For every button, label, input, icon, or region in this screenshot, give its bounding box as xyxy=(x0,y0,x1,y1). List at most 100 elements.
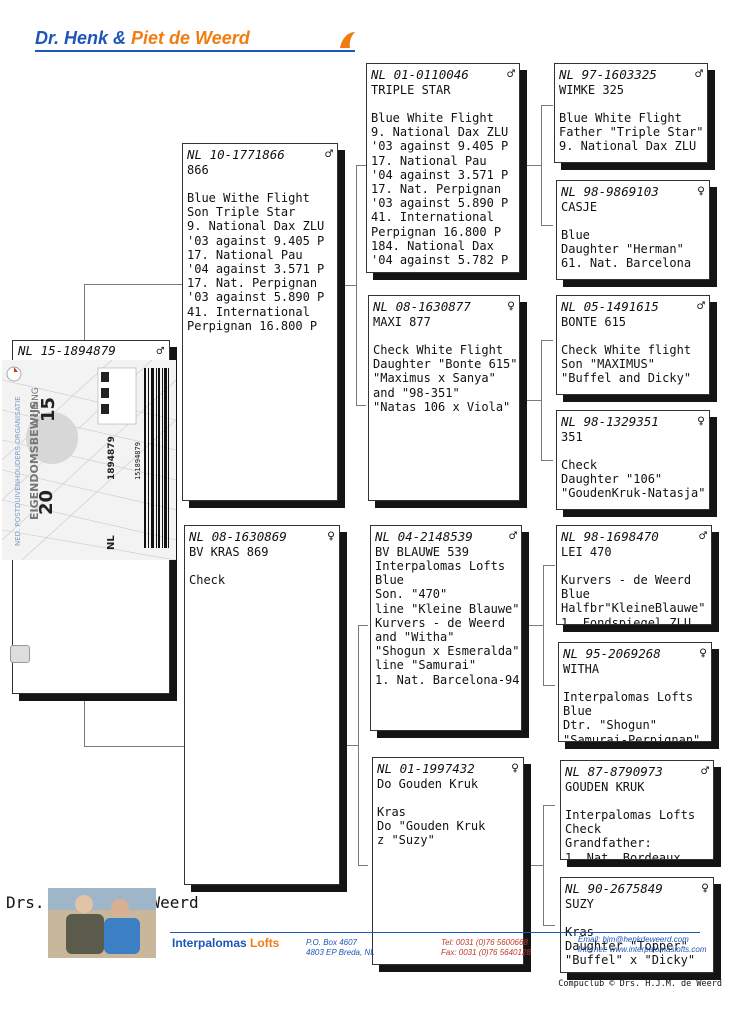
pigeon-name: 866 xyxy=(187,163,209,177)
certificate-barcode-number: 151894879 xyxy=(134,442,142,480)
card-header: NL 10-1771866♂ xyxy=(187,147,333,162)
footer-phone: Tel: 0031 (0)76 5600668 Fax: 0031 (0)76 … xyxy=(441,938,531,958)
detail-line: Son. "470" xyxy=(375,587,448,602)
ring-number: NL 97-1603325 xyxy=(559,67,657,82)
card-header: NL 98-9869103♀ xyxy=(561,184,705,199)
contact-web[interactable]: Internet: www.interpalomaslofts.com xyxy=(578,945,707,954)
pigeon-name: WIMKE 325 xyxy=(559,83,625,97)
detail-line: 17. Nat. Perpignan xyxy=(371,182,502,197)
detail-line: Interpalomas Lofts xyxy=(375,559,506,573)
female-symbol: ♀ xyxy=(697,184,705,199)
detail-line: Interpalomas Lofts xyxy=(563,690,694,704)
detail-line: Check xyxy=(189,573,226,587)
brand-part-1: Dr. Henk & xyxy=(35,28,132,48)
detail-line: 9. National Dax ZLU xyxy=(187,219,325,234)
detail-line: Blue xyxy=(561,587,590,602)
pigeon-name: MAXI 877 xyxy=(373,315,431,329)
detail-line: "Buffel" x "Dicky" xyxy=(565,953,696,968)
brand-underline xyxy=(35,50,355,52)
female-symbol: ♀ xyxy=(697,414,705,429)
detail-line: Daughter "Herman" xyxy=(561,242,684,257)
detail-line: Kras xyxy=(377,805,406,819)
detail-line: 41. International xyxy=(371,210,494,225)
ring-number: NL 98-1698470 xyxy=(561,529,659,544)
pigeon-name: SUZY xyxy=(565,897,594,911)
card-header: NL 08-1630869♀ xyxy=(189,529,335,544)
footer-contact: Email: hjm@henkdeweerd.com Internet: www… xyxy=(578,935,707,955)
ring-number: NL 95-2069268 xyxy=(563,646,661,661)
detail-line: Blue xyxy=(563,704,592,719)
contact-email[interactable]: Email: hjm@henkdeweerd.com xyxy=(578,935,689,944)
phone-tel: Tel: 0031 (0)76 5600668 xyxy=(441,938,528,947)
detail-line: line "Samurai" xyxy=(375,658,477,673)
card-header: NL 01-1997432♀ xyxy=(377,761,519,776)
detail-line: Kurvers - de Weerd xyxy=(375,615,506,630)
ring-number: NL 05-1491615 xyxy=(561,299,659,314)
card-header: NL 98-1698470 ♂ xyxy=(561,529,707,544)
detail-line: "Natas 106 x Viola" xyxy=(373,399,511,414)
brand-title: Dr. Henk & Piet de Weerd xyxy=(35,28,250,49)
detail-line: '04 against 5.782 P xyxy=(371,253,509,268)
detail-line: '04 against 3.571 P xyxy=(371,167,509,182)
certificate-title: EIGENDOMSBEWIJS xyxy=(28,401,41,520)
male-symbol: ♂ xyxy=(701,764,709,779)
address-line-1: P.O. Box 4607 xyxy=(306,938,357,947)
detail-line: Son "MAXIMUS" xyxy=(561,357,655,372)
footer-address: P.O. Box 4607 4803 EP Breda, NL xyxy=(306,938,375,958)
brand-part-2: Piet de Weerd xyxy=(131,28,250,48)
certificate-year-b: 15 xyxy=(38,397,59,422)
detail-line: '03 against 5.890 P xyxy=(187,290,325,305)
certificate-suffix: v/c RING xyxy=(31,387,41,426)
pigeon-details: Check xyxy=(189,573,335,587)
detail-line: 17. Nat. Perpignan xyxy=(187,276,318,291)
ring-number: NL 04-2148539 xyxy=(375,529,473,544)
pigeon-name: LEI 470 xyxy=(561,545,612,559)
detail-line: Halfbr"KleineBlauwe" xyxy=(561,601,706,616)
ring-number: NL 08-1630869 xyxy=(189,529,287,544)
certificate-number: 1894879 xyxy=(107,436,117,480)
card-header: NL 01-0110046 ♂ xyxy=(371,67,515,82)
male-symbol: ♂ xyxy=(507,67,515,82)
male-symbol: ♂ xyxy=(697,299,705,314)
footer-logo-part-2: Lofts xyxy=(250,936,280,950)
detail-line: Daughter "Topper" xyxy=(565,939,688,954)
card-header: NL 87-8790973♂ xyxy=(565,764,709,779)
detail-line: Blue xyxy=(375,573,404,588)
detail-line: Blue White Flight xyxy=(559,111,682,125)
detail-line: "Samurai-Perpignan" xyxy=(563,732,701,742)
certificate-year-a: 20 xyxy=(36,490,57,515)
ring-number: NL 98-1329351 xyxy=(561,414,659,429)
detail-line: Grandfather: xyxy=(565,836,652,851)
detail-line: z "Suzy" xyxy=(377,833,435,848)
detail-line: Do "Gouden Kruk xyxy=(377,819,486,834)
detail-line: Kurvers - de Weerd xyxy=(561,573,692,587)
detail-line: line "Kleine Blauwe" xyxy=(375,601,520,616)
detail-line: Perpignan 16.800 P xyxy=(371,224,502,239)
ring-number: NL 01-1997432 xyxy=(377,761,475,776)
detail-line: Son Triple Star xyxy=(187,205,296,220)
detail-line: 9. National Dax ZLU xyxy=(371,125,509,140)
detail-line: Check White flight xyxy=(561,343,692,357)
card-header: NL 05-1491615 ♂ xyxy=(561,299,705,314)
detail-line: 61. Nat. Barcelona xyxy=(561,256,692,271)
detail-line: '03 against 9.405 P xyxy=(371,139,509,154)
male-symbol: ♂ xyxy=(325,147,333,162)
subject-ring: NL 15-1894879 xyxy=(18,343,116,358)
male-symbol: ♂ xyxy=(699,529,707,544)
ring-number: NL 01-0110046 xyxy=(371,67,469,82)
detail-line: 1. Nat. Barcelona-94 xyxy=(375,672,520,687)
detail-line: Check xyxy=(561,458,598,472)
pigeon-name: BV BLAUWE 539 xyxy=(375,545,469,559)
